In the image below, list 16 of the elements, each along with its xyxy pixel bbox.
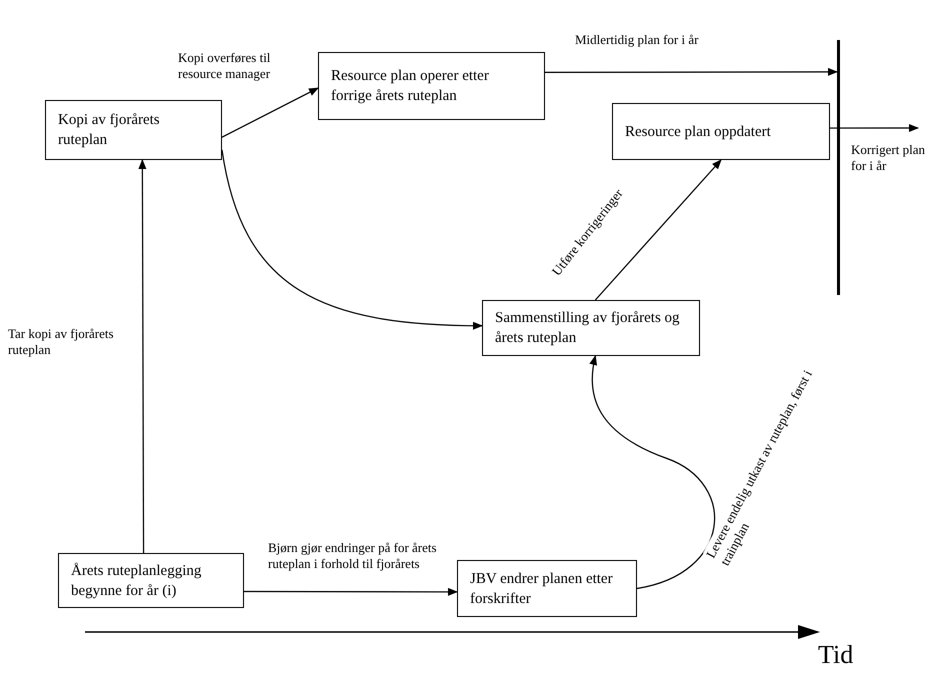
arrow — [244, 588, 458, 596]
process-box: Resource plan oppdatert — [612, 103, 830, 160]
axis-label: Tid — [818, 640, 854, 670]
process-box: JBV endrer planen etter forskrifter — [457, 560, 637, 617]
arrow — [545, 68, 838, 76]
process-box: Årets ruteplanlegging begynne for år (i) — [58, 553, 244, 608]
arrow — [138, 159, 146, 553]
arrow — [222, 88, 319, 138]
process-box: Sammenstilling av fjorårets og årets ruteplan — [482, 300, 700, 356]
arrow — [590, 355, 715, 590]
process-box: Resource plan operer etter forrige årets ruteplan — [318, 52, 545, 120]
arrow — [594, 159, 722, 300]
divider-bar — [837, 40, 840, 295]
arrow — [221, 150, 483, 330]
process-box: Kopi av fjorårets ruteplan — [45, 100, 222, 160]
arrow — [830, 124, 919, 132]
